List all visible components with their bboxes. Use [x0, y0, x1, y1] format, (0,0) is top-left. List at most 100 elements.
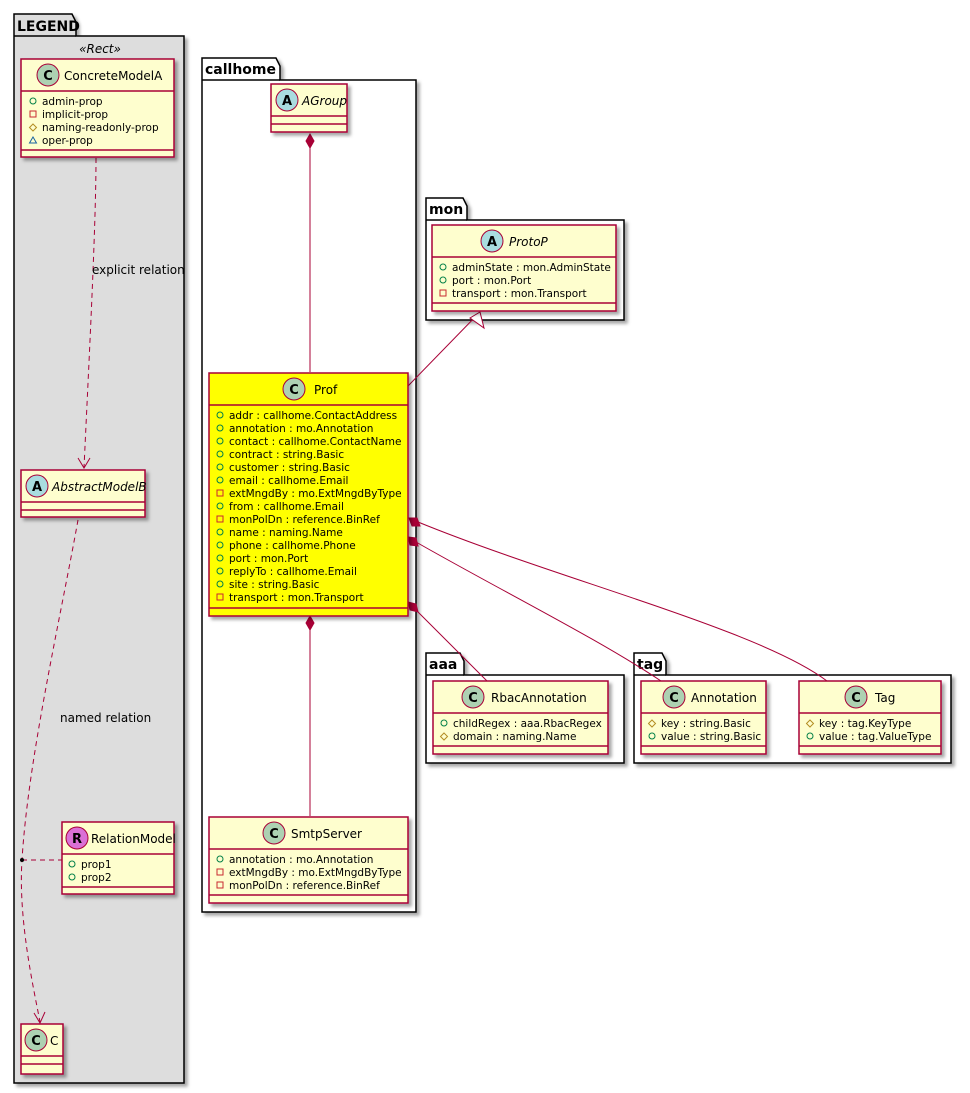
svg-text:C: C: [269, 827, 279, 842]
class-annotation[interactable]: C Annotation key : string.Basic value : …: [640, 680, 767, 755]
svg-text:C: C: [669, 691, 679, 706]
protected-marker-icon: [28, 123, 38, 132]
attr-text: site : string.Basic: [229, 579, 320, 591]
protected-marker-icon: [805, 719, 815, 728]
class-abstractmodelb[interactable]: A AbstractModelB: [20, 469, 147, 518]
private-marker-icon: [216, 881, 224, 889]
public-marker-icon: [216, 554, 224, 562]
class-name: RbacAnnotation: [491, 691, 587, 705]
edge-agroup-prof: [305, 132, 315, 372]
class-name: C: [50, 1034, 58, 1048]
attr-text: customer : string.Basic: [229, 462, 350, 474]
package-mon-label: mon: [429, 202, 463, 218]
public-marker-icon: [806, 732, 814, 740]
package-legend-label: LEGEND: [17, 19, 80, 35]
public-marker-icon: [29, 97, 37, 105]
class-c-icon: C: [461, 685, 485, 709]
edges: [20, 132, 828, 1025]
label-explicit-relation: explicit relation: [92, 263, 185, 277]
class-prof[interactable]: C Prof addr : callhome.ContactAddressann…: [208, 372, 409, 617]
class-name: Annotation: [691, 691, 757, 705]
class-c-icon: C: [262, 821, 286, 845]
svg-text:C: C: [31, 1034, 41, 1049]
public-marker-icon: [216, 463, 224, 471]
attr-text: port : mon.Port: [452, 275, 531, 287]
svg-text:A: A: [32, 480, 42, 495]
class-c-icon: C: [24, 1028, 48, 1052]
class-name: Prof: [314, 383, 338, 397]
svg-text:A: A: [282, 94, 292, 109]
class-r-icon: R: [65, 826, 89, 850]
package-tag-label: tag: [637, 657, 663, 673]
package-aaa-label: aaa: [429, 657, 457, 673]
package-legend: LEGEND: [13, 13, 185, 1084]
attr-text: value : string.Basic: [661, 731, 761, 743]
svg-text:R: R: [72, 832, 82, 847]
class-protop[interactable]: A ProtoP adminState : mon.AdminState por…: [431, 224, 617, 312]
class-c-icon: C: [844, 685, 868, 709]
prof-attrs: addr : callhome.ContactAddressannotation…: [216, 410, 402, 604]
edge-explicit-relation: [77, 157, 97, 469]
svg-text:A: A: [487, 235, 497, 250]
attr-text: from : callhome.Email: [229, 501, 344, 513]
class-a-icon: A: [480, 229, 504, 253]
public-marker-icon: [216, 450, 224, 458]
edge-prof-tag: [408, 517, 828, 682]
protected-marker-icon: [647, 719, 657, 728]
attr-text: contact : callhome.ContactName: [229, 436, 401, 448]
attr-text: annotation : mo.Annotation: [229, 854, 373, 866]
public-marker-icon: [648, 732, 656, 740]
attr-text: transport : mon.Transport: [452, 288, 587, 300]
class-smtpserver[interactable]: C SmtpServer annotation : mo.Annotation …: [208, 816, 409, 904]
label-named-relation: named relation: [60, 711, 151, 725]
class-name: ProtoP: [509, 235, 549, 249]
edge-prof-rbacannotation: [407, 601, 488, 682]
attr-text: implicit-prop: [42, 109, 108, 121]
public-marker-icon: [216, 580, 224, 588]
attr-text: value : tag.ValueType: [819, 731, 931, 743]
class-tag[interactable]: C Tag key : tag.KeyType value : tag.Valu…: [798, 680, 942, 755]
legend-stereotype: «Rect»: [79, 42, 121, 56]
edge-prof-protop-inheritance: [407, 311, 485, 387]
public-marker-icon: [439, 276, 447, 284]
attr-text: addr : callhome.ContactAddress: [229, 410, 397, 422]
attr-text: naming-readonly-prop: [42, 122, 159, 134]
attr-text: monPolDn : reference.BinRef: [229, 880, 380, 892]
class-c[interactable]: C C: [20, 1023, 64, 1075]
public-marker-icon: [216, 528, 224, 536]
public-marker-icon: [216, 502, 224, 510]
public-marker-icon: [68, 860, 76, 868]
public-marker-icon: [216, 411, 224, 419]
package-callhome-label: callhome: [205, 62, 276, 78]
private-marker-icon: [29, 110, 37, 118]
svg-text:C: C: [851, 691, 861, 706]
class-relationmodel[interactable]: R RelationModel prop1 prop2: [61, 821, 176, 895]
class-c-icon: C: [662, 685, 686, 709]
attr-text: domain : naming.Name: [453, 731, 576, 743]
legend-concrete-attrs: admin-prop implicit-prop naming-readonly…: [28, 96, 159, 147]
protected-marker-icon: [439, 732, 449, 741]
attr-text: port : mon.Port: [229, 553, 308, 565]
class-name: ConcreteModelA: [64, 69, 163, 83]
public-marker-icon: [216, 541, 224, 549]
public-marker-icon: [216, 424, 224, 432]
private-marker-icon: [216, 868, 224, 876]
class-agroup[interactable]: A AGroup: [270, 83, 348, 133]
class-concretemodela[interactable]: C ConcreteModelA admin-prop implicit-pro…: [20, 58, 175, 158]
attr-text: contract : string.Basic: [229, 449, 344, 461]
class-name: AbstractModelB: [51, 480, 147, 494]
class-c-icon: C: [282, 377, 306, 401]
attr-text: key : tag.KeyType: [819, 718, 911, 730]
attr-text: prop1: [81, 859, 112, 871]
class-rbacannotation[interactable]: C RbacAnnotation childRegex : aaa.RbacRe…: [432, 680, 609, 755]
private-marker-icon: [216, 489, 224, 497]
attr-text: prop2: [81, 872, 112, 884]
attr-text: adminState : mon.AdminState: [452, 262, 611, 274]
attr-text: monPolDn : reference.BinRef: [229, 514, 380, 526]
svg-text:C: C: [43, 69, 53, 84]
attr-text: extMngdBy : mo.ExtMngdByType: [229, 488, 402, 500]
class-name: RelationModel: [91, 832, 176, 846]
class-name: Tag: [874, 691, 895, 705]
edge-named-relation: [20, 519, 79, 1025]
